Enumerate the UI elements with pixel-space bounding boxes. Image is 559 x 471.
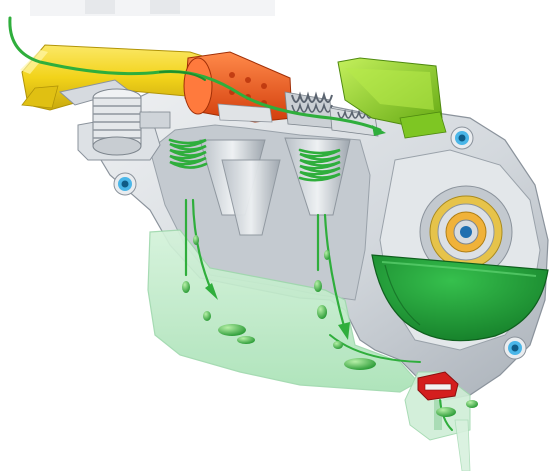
oil-flow-path <box>8 16 453 431</box>
mounting-hole-icon <box>450 126 474 150</box>
rotor-assembly <box>419 185 513 279</box>
diaphragm-cover <box>371 254 549 342</box>
oil-droplets <box>182 235 478 417</box>
mounting-hole-icon <box>503 336 527 360</box>
top-glare <box>30 0 275 16</box>
regulator-spring-stack <box>77 88 171 161</box>
drain-valve-icon <box>417 371 471 471</box>
heater-section <box>183 51 293 123</box>
flow-arrow-icon <box>205 125 386 340</box>
valve-lid <box>337 57 447 139</box>
mounting-hole-icon <box>113 172 137 196</box>
